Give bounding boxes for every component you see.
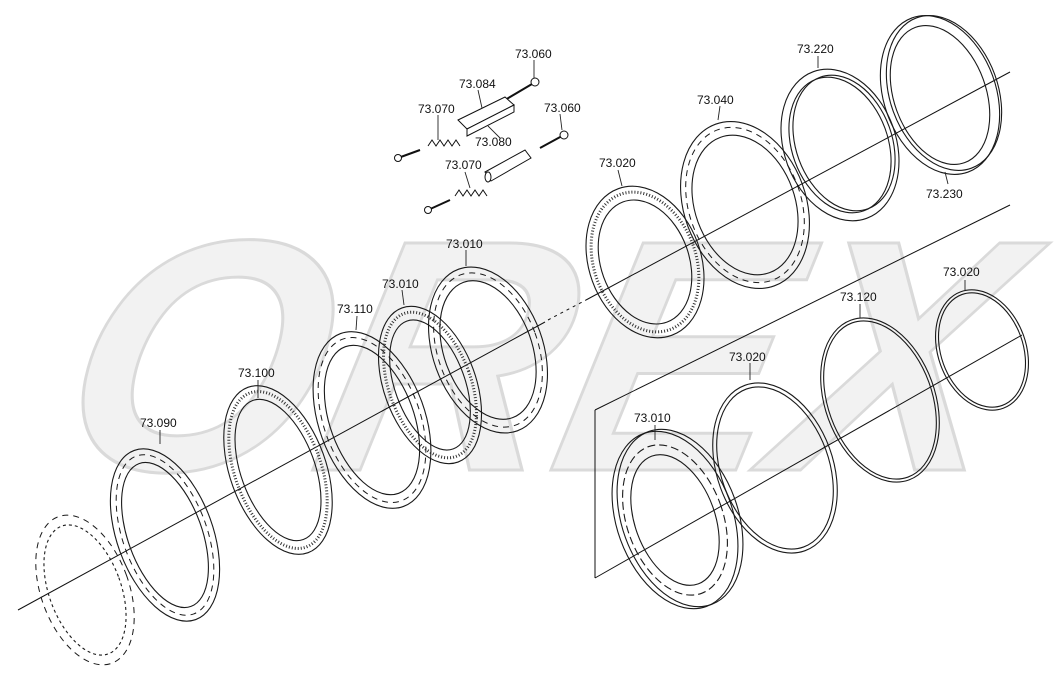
piston-73090 bbox=[611, 428, 744, 610]
part-label: 73.020 bbox=[729, 350, 766, 364]
disc-inner-carrier bbox=[35, 514, 135, 666]
part-label: 73.040 bbox=[697, 93, 734, 107]
part-label: 73.084 bbox=[459, 77, 496, 91]
watermark: OREX bbox=[34, 170, 1054, 542]
sleeve-73080 bbox=[484, 149, 532, 183]
disc-73010-upper bbox=[427, 266, 549, 434]
watermark-text: OREX bbox=[35, 171, 1054, 540]
disc-73010-left bbox=[109, 448, 221, 622]
part-label: 73.230 bbox=[926, 187, 963, 201]
seal-73100 bbox=[712, 382, 838, 554]
disc-73040 bbox=[680, 120, 810, 290]
disc-73020-middle bbox=[377, 305, 483, 465]
bolt-73060-upper bbox=[504, 77, 540, 101]
part-label: 73.020 bbox=[943, 265, 980, 279]
part-label: 73.060 bbox=[544, 101, 581, 115]
spring-73070-lower bbox=[424, 189, 488, 214]
part-label: 73.020 bbox=[599, 156, 636, 170]
part-label: 73.220 bbox=[797, 42, 834, 56]
part-label: 73.120 bbox=[840, 290, 877, 304]
part-label: 73.070 bbox=[418, 102, 455, 116]
part-label: 73.010 bbox=[382, 277, 419, 291]
bolt-73060-right bbox=[539, 130, 569, 149]
axis-lower-group bbox=[594, 334, 1023, 579]
hardware-group bbox=[394, 77, 569, 214]
disc-73010-middle bbox=[312, 331, 432, 509]
seal-73110 bbox=[820, 317, 940, 483]
part-label: 73.010 bbox=[446, 237, 483, 251]
part-label: 73.090 bbox=[140, 416, 177, 430]
axis-dotted-gap bbox=[547, 299, 587, 321]
part-label: 73.080 bbox=[475, 135, 512, 149]
part-labels: 73.060 73.084 73.070 73.060 73.080 73.07… bbox=[140, 42, 980, 430]
axis-bracket-top bbox=[594, 204, 1011, 411]
spring-73070-upper bbox=[394, 139, 461, 162]
part-label: 73.110 bbox=[337, 302, 373, 316]
seal-73120 bbox=[934, 289, 1030, 411]
disc-73020-right bbox=[585, 185, 705, 339]
part-label: 73.060 bbox=[515, 47, 552, 61]
plate-73230 bbox=[879, 15, 1003, 175]
block-73084 bbox=[457, 96, 515, 137]
part-label: 73.070 bbox=[445, 158, 482, 172]
part-label: 73.100 bbox=[238, 366, 275, 380]
part-label: 73.010 bbox=[634, 411, 671, 425]
axis-main-lower bbox=[17, 321, 546, 611]
leader-lines bbox=[159, 56, 966, 444]
